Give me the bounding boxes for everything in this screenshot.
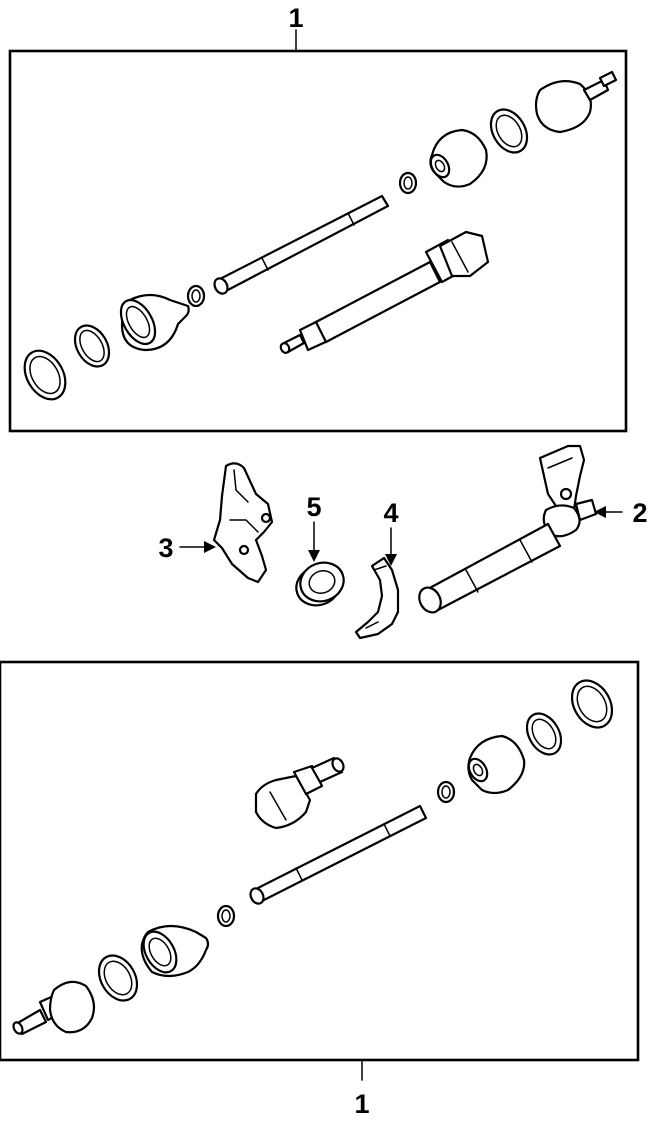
callouts: 1 3 5 4 2 1: [158, 3, 647, 1119]
top-snap-ring-left: [186, 284, 206, 308]
top-clamp-ring-inner: [73, 324, 111, 368]
top-assembly-group: [8, 29, 628, 433]
bottom-snap-ring-left: [216, 904, 236, 928]
callout-intermediate-shaft-arrow: [594, 506, 606, 518]
bottom-clamp-ring-right: [570, 679, 614, 729]
clamp-part: [354, 556, 400, 640]
top-outer-cv-joint: [534, 70, 618, 134]
top-inner-housing-shaft: [279, 230, 490, 354]
bottom-cv-boot-left: [140, 924, 210, 978]
bracket-part: [212, 462, 274, 584]
bottom-inner-housing: [254, 756, 345, 830]
bottom-clamp-ring-left: [97, 954, 139, 1002]
callout-clamp: 4: [383, 498, 398, 528]
callout-bearing: 5: [306, 492, 321, 522]
bottom-assembly-box: [0, 660, 640, 1062]
bottom-assembly-group: [0, 660, 640, 1081]
callout-top-assembly: 1: [288, 3, 303, 33]
top-axle-shaft: [213, 194, 390, 295]
top-cv-boot-left: [119, 293, 190, 352]
top-clamp-ring-outer: [23, 349, 67, 401]
bottom-cv-boot-right: [467, 734, 526, 795]
bottom-axle-shaft: [249, 804, 428, 905]
bottom-clamp-ring-mid: [525, 712, 563, 756]
callout-bottom-assembly: 1: [354, 1089, 369, 1119]
callout-intermediate-shaft: 2: [632, 498, 647, 528]
bottom-outer-cv-joint: [12, 980, 96, 1036]
callout-bracket-arrow: [204, 541, 216, 553]
top-cv-boot-right: [429, 128, 488, 188]
top-snap-ring-right: [398, 171, 418, 195]
intermediate-shaft-part: [418, 444, 598, 614]
callout-bearing-arrow: [308, 550, 320, 562]
top-clamp-ring-right: [489, 108, 529, 154]
bottom-snap-ring-right: [436, 780, 456, 804]
callout-bracket: 3: [158, 533, 173, 563]
callout-clamp-arrow: [385, 554, 397, 566]
bearing-part: [295, 561, 345, 607]
top-assembly-box: [8, 49, 628, 433]
